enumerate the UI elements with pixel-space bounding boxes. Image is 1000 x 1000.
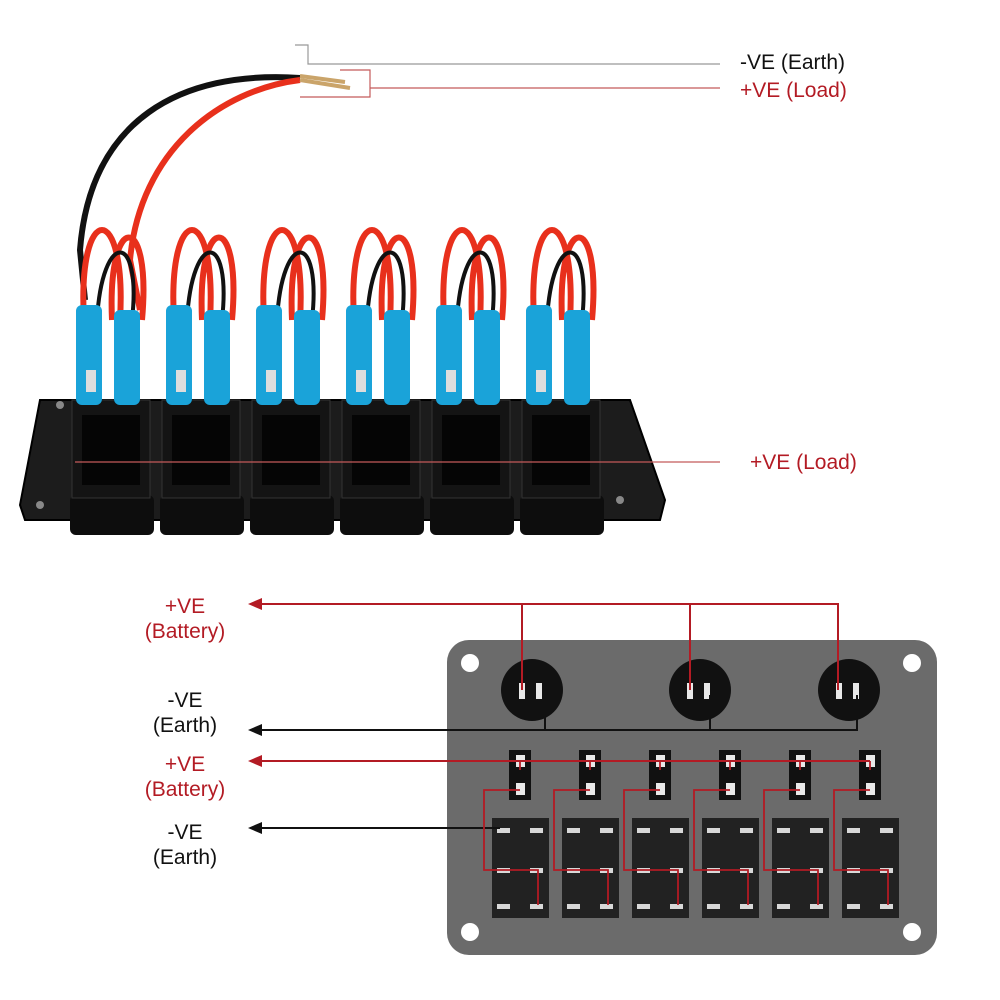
- spade-connector: [474, 310, 500, 405]
- bare-wire-end: [299, 74, 346, 84]
- spade-connector: [204, 310, 230, 405]
- rocker-switch: [632, 750, 689, 918]
- load-wire: [553, 789, 609, 905]
- load-wire: [833, 789, 889, 905]
- earth-label: -VE (Earth): [740, 51, 846, 74]
- mounting-hole: [56, 401, 64, 409]
- rocker-switch: [340, 227, 424, 535]
- panel-hole: [903, 923, 921, 941]
- load-feed-wire: [126, 77, 301, 311]
- arrow-head: [248, 724, 262, 736]
- battery-label-2-line2: (Battery): [144, 778, 226, 801]
- socket: [818, 659, 880, 721]
- earth-label-2-line2: (Earth): [152, 846, 218, 869]
- earth-guide-line: [295, 44, 720, 65]
- rocker-switch: [70, 227, 154, 535]
- rocker-switch: [430, 227, 514, 535]
- earth-label-1-line2: (Earth): [152, 714, 218, 737]
- earth-bus-1: [544, 695, 858, 731]
- mounting-hole: [616, 496, 624, 504]
- load-wire: [763, 789, 819, 905]
- battery-label-2-line1: +VE: [164, 753, 206, 776]
- bare-wire-end: [299, 78, 351, 90]
- rocker-switch: [250, 227, 334, 535]
- load-wire-guide-line: [300, 69, 371, 98]
- earth-feed-wire: [76, 74, 301, 301]
- panel-hole: [903, 654, 921, 672]
- panel-hole: [461, 923, 479, 941]
- rocker-switch: [520, 227, 604, 535]
- spade-connector: [564, 310, 590, 405]
- battery-label-1: +VE (Battery): [130, 594, 240, 644]
- battery-label-1-line1: +VE: [164, 595, 206, 618]
- mounting-hole: [36, 501, 44, 509]
- arrow-head: [248, 755, 262, 767]
- earth-label-1-line1: -VE: [167, 689, 203, 712]
- rocker-switch: [702, 750, 759, 918]
- spade-connector: [294, 310, 320, 405]
- load-wire: [483, 789, 539, 905]
- socket: [669, 659, 731, 721]
- switch-panel-photo: [18, 44, 720, 535]
- load-switch-label: +VE (Load): [750, 451, 857, 474]
- load-wire-label: +VE (Load): [740, 79, 847, 102]
- battery-label-1-line2: (Battery): [144, 620, 226, 643]
- spade-connector: [384, 310, 410, 405]
- rocker-switch: [772, 750, 829, 918]
- battery-label-2: +VE (Battery): [130, 752, 240, 802]
- spade-connector: [114, 310, 140, 405]
- rocker-switch: [492, 750, 549, 918]
- earth-label-2: -VE (Earth): [130, 820, 240, 870]
- panel-hole: [461, 654, 479, 672]
- load-wire: [693, 789, 749, 905]
- socket: [501, 659, 563, 721]
- arrow-head: [248, 598, 262, 610]
- earth-label-1: -VE (Earth): [130, 688, 240, 738]
- load-wire: [623, 789, 679, 905]
- rocker-switch: [160, 227, 244, 535]
- arrow-head: [248, 822, 262, 834]
- earth-label-2-line1: -VE: [167, 821, 203, 844]
